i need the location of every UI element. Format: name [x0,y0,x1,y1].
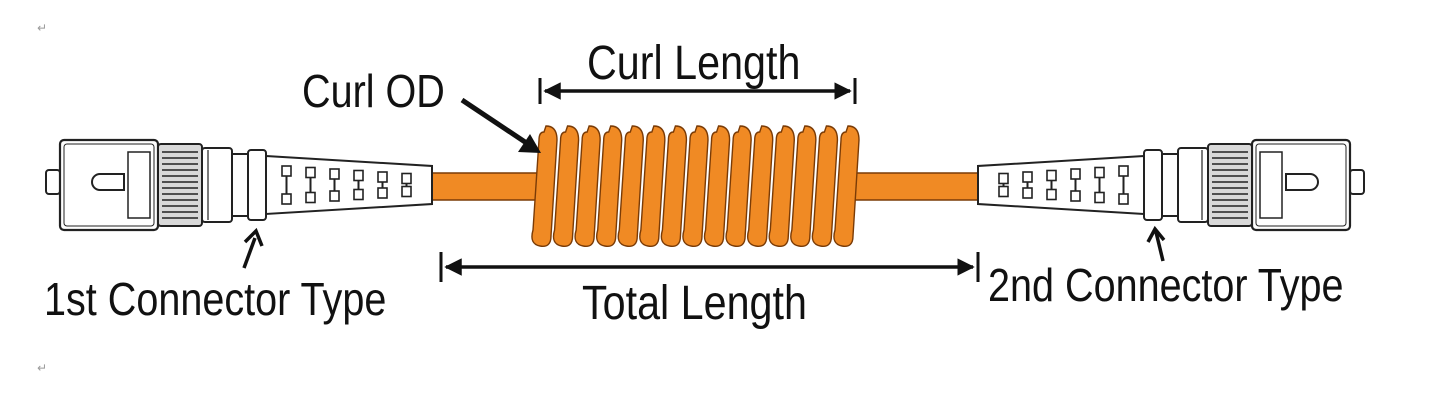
coil-loop [595,125,623,247]
coil-loop [552,125,580,247]
coiled-cable [531,125,860,247]
coil-loop [768,125,795,247]
straight-cable-left [429,172,549,201]
curl-od-pointer [460,97,541,153]
second-connector [977,138,1365,232]
straight-cable-right [847,172,981,201]
coil-loop [833,125,860,247]
first-connector-pointer [242,227,264,269]
second-connector-label: 2nd Connector Type [988,259,1344,311]
first-connector [45,138,433,232]
second-connector-pointer [1146,225,1166,262]
total-length-dimension [439,252,980,282]
paragraph-mark-bottom: ↵ [37,361,48,375]
coil-loop [617,125,644,247]
coil-loop [725,125,752,247]
curl-length-dimension [538,78,857,104]
coil-loop [660,125,688,247]
coil-loop [746,125,774,247]
first-connector-label: 1st Connector Type [44,273,387,325]
coil-loop [639,125,666,247]
coil-loop [790,125,817,247]
curl-length-label: Curl Length [587,37,801,90]
coil-loop [703,125,731,247]
coil-loop [531,125,558,247]
coil-loop [811,125,839,247]
curl-od-label: Curl OD [302,65,445,117]
coil-loop [682,125,709,247]
coil-loop [574,125,601,247]
paragraph-mark-top: ↵ [37,21,48,35]
total-length-label: Total Length [582,277,807,330]
